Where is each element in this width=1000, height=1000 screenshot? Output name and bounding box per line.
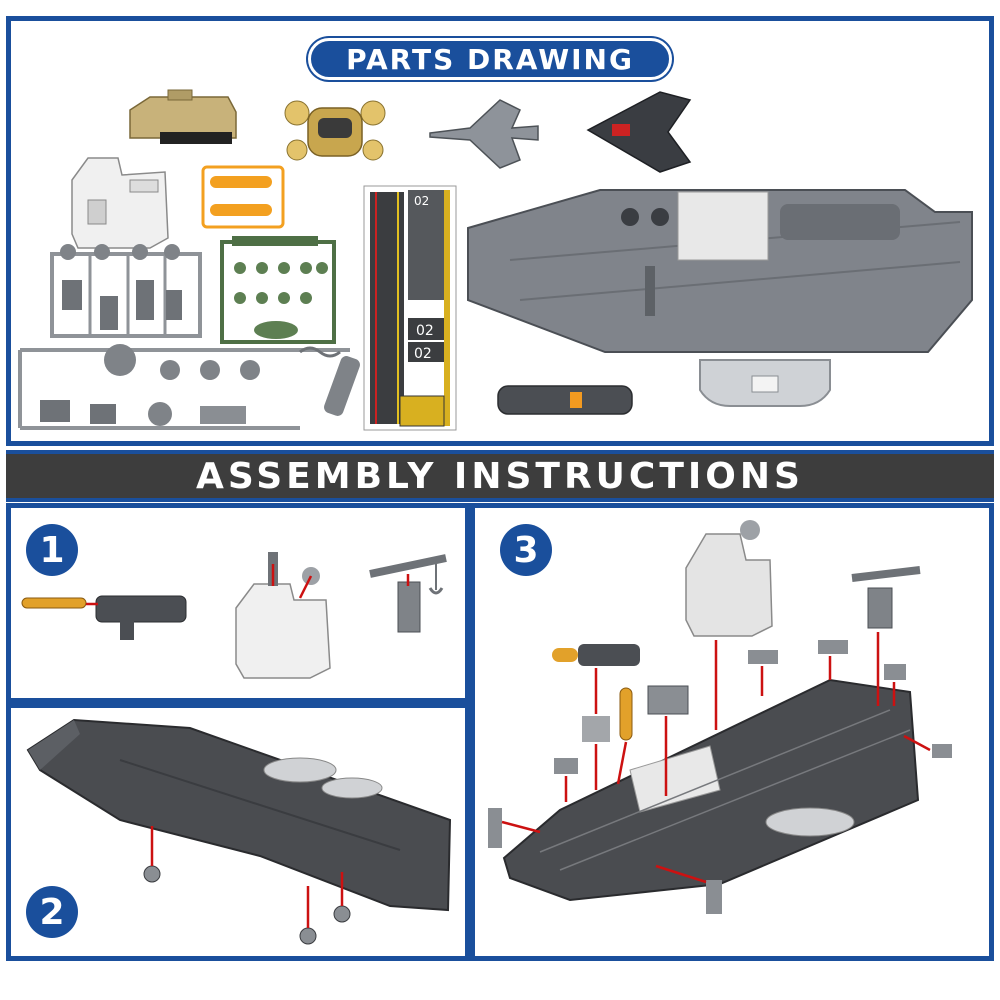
fighter-jet-part [429,99,539,169]
cannon-on-deck [552,644,640,790]
carrier-deck-part [467,189,973,353]
assembled-carrier-deck [502,678,920,902]
step-1-art [21,552,447,679]
step-3-badge: 3 [500,524,552,576]
wheel-parts [143,826,351,945]
assembly-instructions-title: ASSEMBLY INSTRUCTIONS [6,450,994,502]
carrier-hull-underside [26,718,452,912]
green-soldiers-sprue [220,236,336,344]
crane-on-deck [851,566,921,706]
gold-hovercraft-part [284,100,386,161]
grey-parts-sprue-b [18,344,360,430]
decal-code-top: 02 [414,194,429,208]
crane-assembly [369,554,447,633]
cannon-part [497,385,633,415]
step-2-art [26,718,452,945]
parts-drawing-title: PARTS DRAWING [308,38,672,80]
island-assembly [235,552,331,679]
missile-on-deck [616,687,633,785]
carrier-elevator-part [699,359,831,407]
decal-code-a: 02 [416,323,434,339]
island-tower-part [71,157,169,249]
deck-decal-sheet [363,185,457,431]
turrets-on-deck [488,640,952,914]
island-on-deck [685,520,773,730]
stealth-jet-part [586,91,692,173]
step-2-badge: 2 [26,886,78,938]
decal-code-b: 02 [414,346,432,362]
tan-tank-part [129,89,237,144]
step-3-art [488,520,952,914]
parts-drawing-art: 02 02 02 [18,89,973,431]
orange-missile-sprue [201,165,285,229]
radar-panel-on-deck [647,685,689,796]
grey-parts-sprue-a [50,244,202,338]
cannon-assembly [21,595,187,640]
step-1-badge: 1 [26,524,78,576]
